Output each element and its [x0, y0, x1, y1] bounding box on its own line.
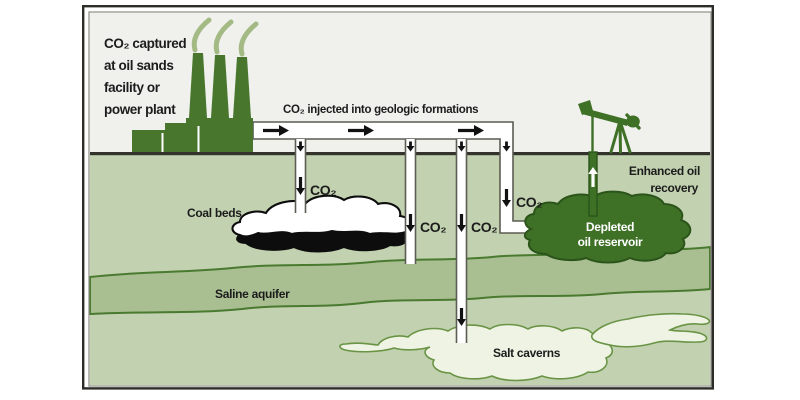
- coal-beds-label: Coal beds: [187, 206, 242, 220]
- wellhead-arrow-down-2: [406, 141, 415, 152]
- wellhead-arrow-down-1: [296, 141, 305, 152]
- factory-block-main: [186, 118, 253, 152]
- smoke-plume-1: [191, 17, 212, 53]
- outer-border: [82, 5, 714, 390]
- inner-border: [88, 11, 712, 387]
- smokestack-1: [189, 53, 207, 118]
- enhanced-recovery-label-line1: Enhanced oil: [629, 164, 700, 178]
- factory-block-middle: [165, 123, 186, 152]
- smokestack-2: [211, 55, 229, 118]
- depleted-reservoir-label-line2: oil reservoir: [578, 235, 643, 249]
- flow-arrow-right-3: [458, 125, 484, 136]
- co2-label-well2: CO₂: [420, 219, 446, 235]
- flow-arrows: [263, 125, 511, 326]
- co2-arrow-down-2: [406, 214, 415, 232]
- factory-building: [132, 53, 253, 152]
- injection-well-2-walls: [404, 139, 417, 264]
- saline-aquifer-label: Saline aquifer: [215, 287, 290, 301]
- ground-surface-line: [90, 152, 710, 156]
- eor-up-arrow: [588, 167, 598, 187]
- pumpjack-crank: [625, 113, 641, 130]
- pumpjack-legs: [609, 119, 632, 154]
- captured-caption-line4: power plant: [104, 102, 176, 117]
- co2-arrow-down-4: [502, 189, 511, 207]
- salt-caverns-label: Salt caverns: [493, 346, 561, 360]
- saline-aquifer-band: [89, 245, 711, 316]
- captured-caption-line2: at oil sands: [104, 58, 173, 73]
- captured-caption-line1: CO₂ captured: [104, 36, 186, 51]
- co2-label-well4: CO₂: [516, 194, 542, 210]
- smokestack-3: [233, 57, 251, 118]
- injection-well-2: [405, 139, 416, 264]
- pumpjack-rod: [591, 111, 594, 152]
- injection-caption: CO₂ injected into geologic formations: [283, 104, 478, 116]
- enhanced-recovery-label-line2: recovery: [650, 181, 698, 195]
- co2-label-well1: CO₂: [310, 182, 336, 198]
- co2-label-well3: CO₂: [471, 219, 497, 235]
- co2-arrow-down-1: [296, 177, 305, 195]
- diagram-frame: CO₂ captured at oil sands facility or po…: [82, 5, 714, 390]
- pumpjack-icon: [578, 100, 641, 154]
- depleted-reservoir-label-line1: Depleted: [586, 220, 634, 234]
- depleted-reservoir-shape: [523, 190, 692, 264]
- pumpjack-beam: [582, 108, 629, 126]
- injection-well-1-walls: [294, 139, 307, 213]
- wellhead-arrow-down-4: [502, 141, 511, 152]
- smoke-plume-3: [238, 21, 259, 57]
- captured-caption-line3: facility or: [104, 80, 161, 95]
- injection-well-3-walls: [455, 139, 468, 343]
- flow-arrow-right-2: [348, 125, 374, 136]
- deep-well-arrow-down: [457, 308, 466, 326]
- factory-block-left: [132, 130, 165, 152]
- factory-seam-1: [161, 133, 164, 152]
- wellhead-arrow-down-3: [457, 141, 466, 152]
- diagram-canvas: CO₂ captured at oil sands facility or po…: [82, 5, 714, 390]
- smoke-plumes: [191, 17, 259, 57]
- injection-well-3: [456, 139, 467, 343]
- flow-arrow-right-1: [263, 125, 289, 136]
- coal-beds-shape: [231, 194, 413, 253]
- salt-caverns-shape: [339, 312, 711, 382]
- co2-arrow-down-3: [457, 214, 466, 232]
- smoke-plume-2: [213, 19, 234, 55]
- injection-well-1: [295, 139, 306, 213]
- factory-seam-2: [197, 126, 200, 152]
- text-labels: CO₂ captured at oil sands facility or po…: [104, 36, 700, 360]
